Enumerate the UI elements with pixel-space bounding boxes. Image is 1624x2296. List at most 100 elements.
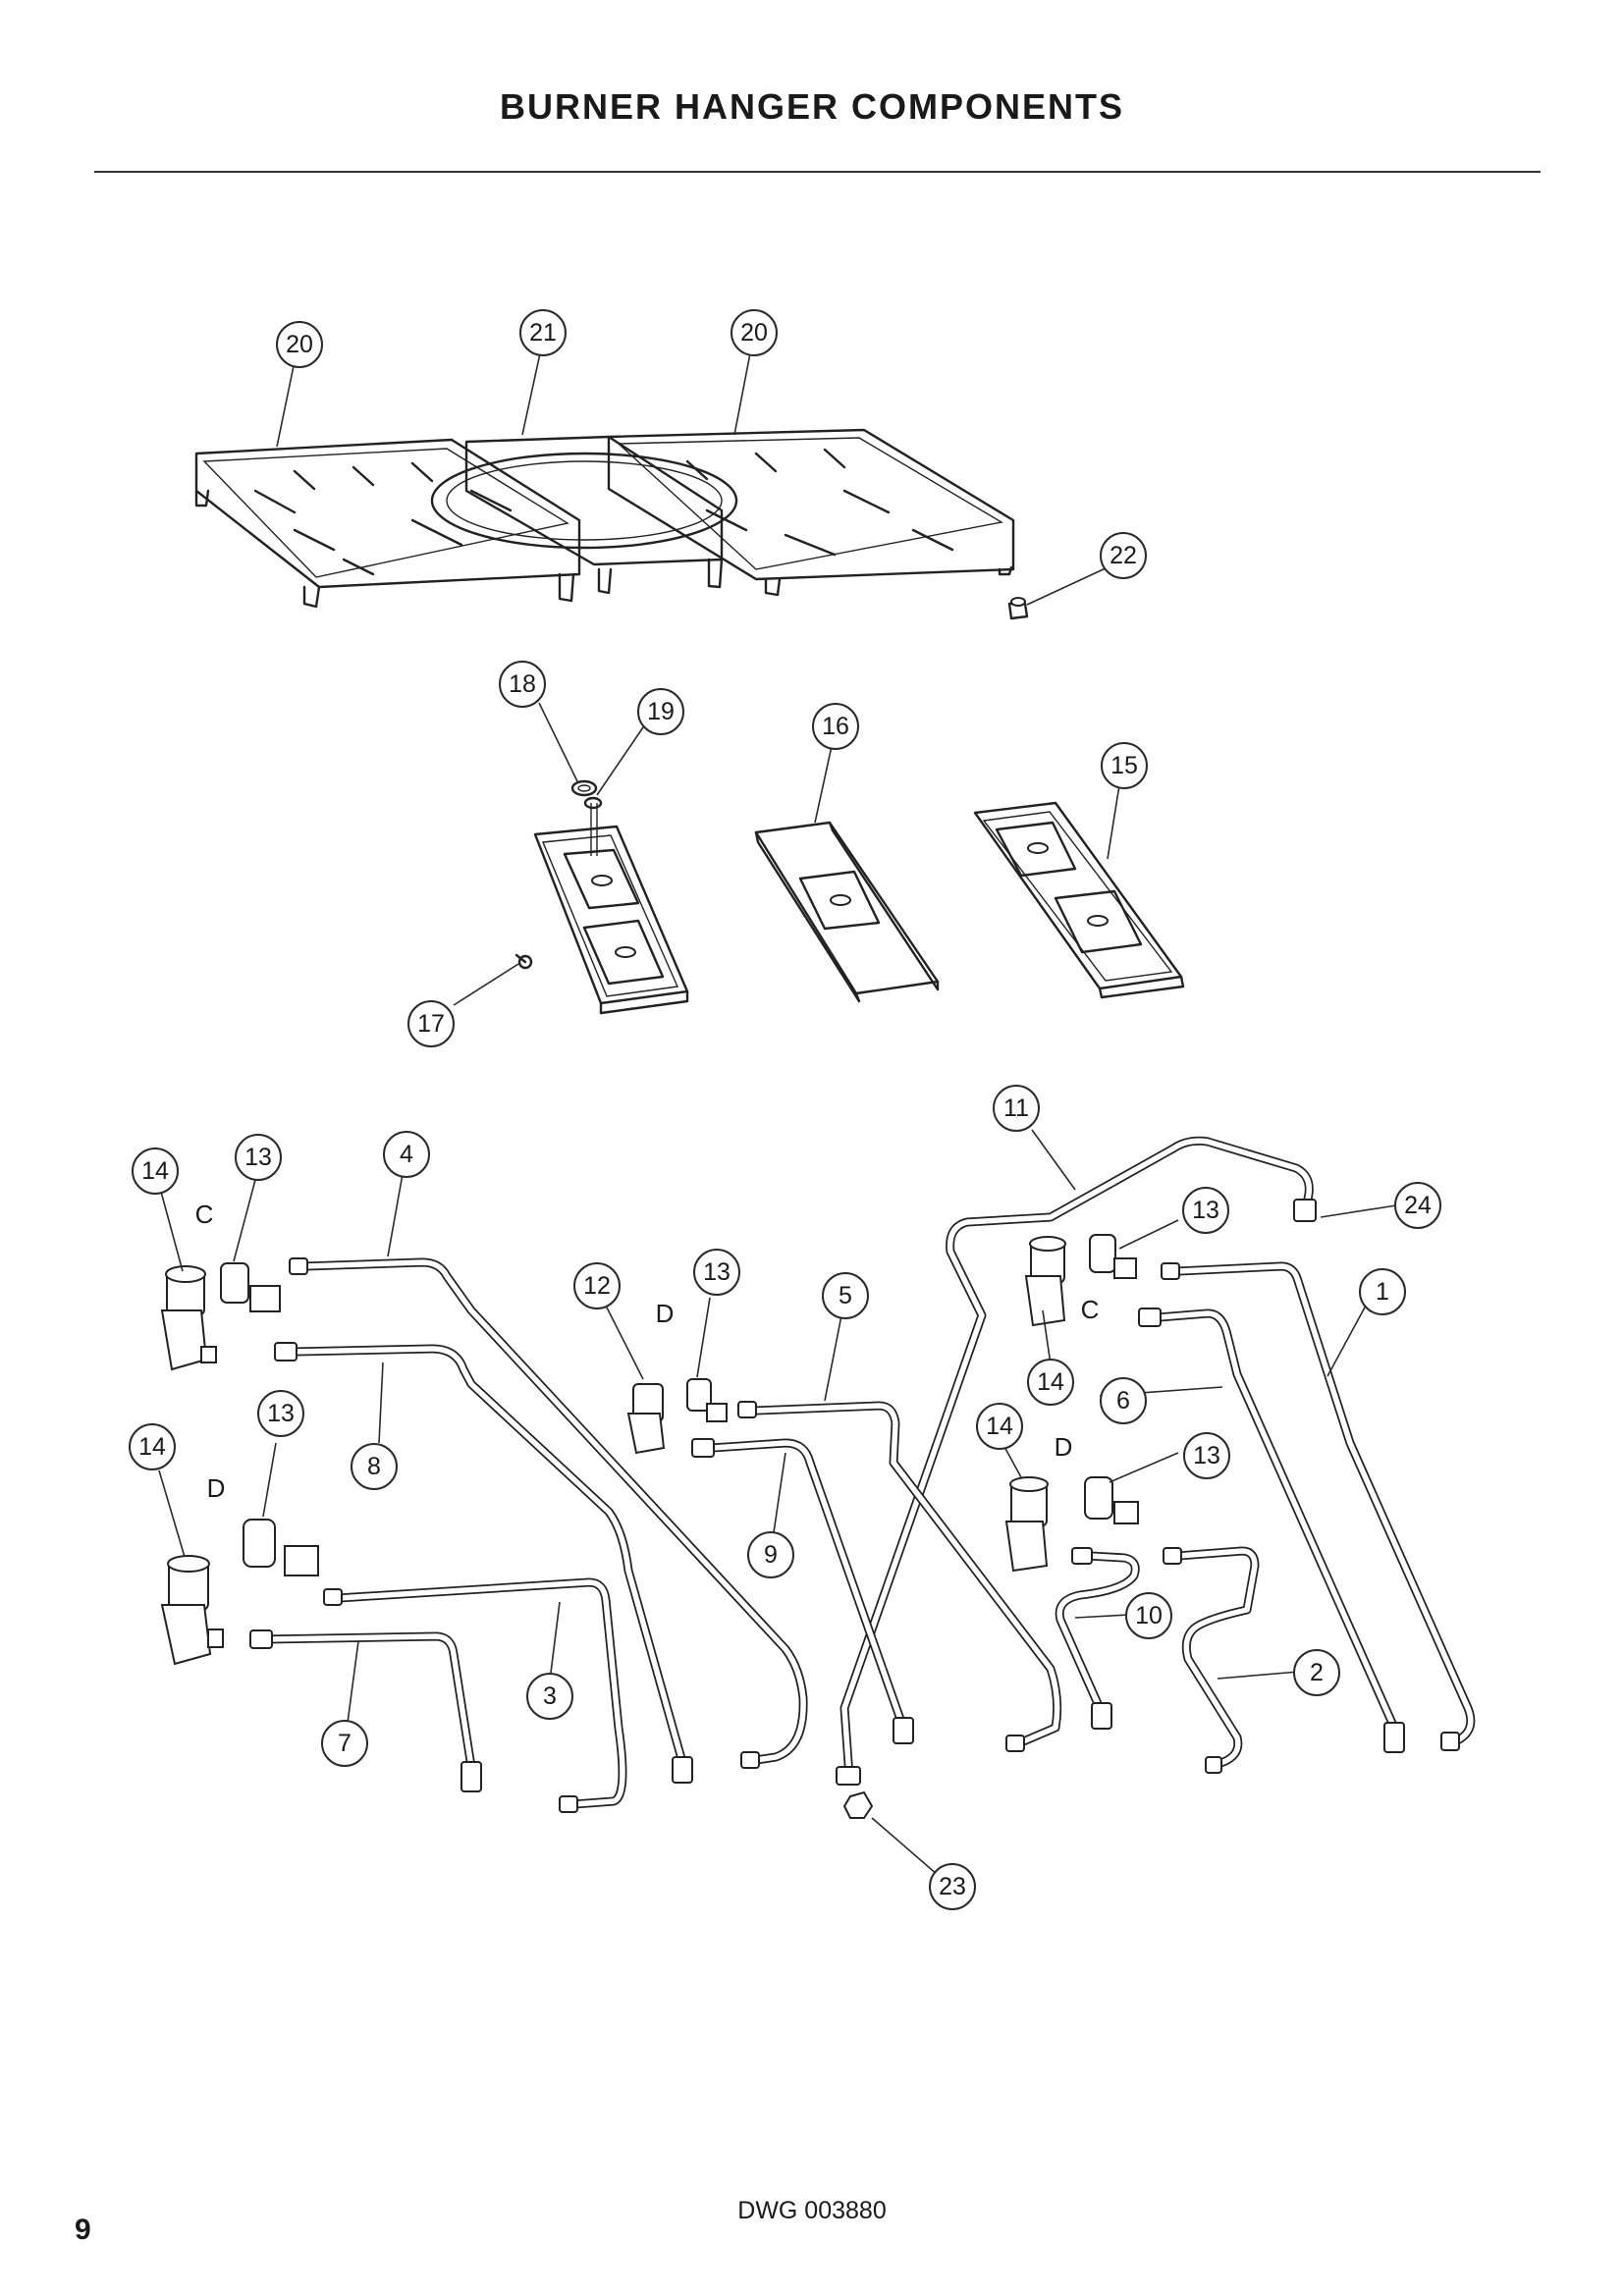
callout-24: 24 — [1394, 1182, 1441, 1229]
pipe-6 — [1154, 1308, 1399, 1733]
svg-text:24: 24 — [1404, 1192, 1432, 1219]
callout-1: 1 — [1359, 1268, 1406, 1315]
svg-text:14: 14 — [986, 1413, 1013, 1440]
callout-14-right-bottom: 14 — [976, 1403, 1023, 1450]
page-title: BURNER HANGER COMPONENTS — [499, 86, 1125, 127]
svg-text:14: 14 — [141, 1157, 169, 1185]
title-rule — [94, 171, 1541, 173]
grate-left — [194, 438, 581, 609]
label-d-left: D — [207, 1473, 226, 1503]
svg-text:8: 8 — [367, 1453, 381, 1480]
callout-20-right: 20 — [731, 309, 778, 356]
callout-11: 11 — [993, 1085, 1040, 1132]
callout-2: 2 — [1293, 1649, 1340, 1696]
pipe-5 — [751, 1401, 1062, 1747]
pipe-9 — [707, 1438, 908, 1733]
callout-18: 18 — [499, 661, 546, 708]
valve-right-top — [1024, 1234, 1137, 1327]
label-c-left: C — [195, 1200, 214, 1229]
grate-nut-22 — [1007, 597, 1029, 620]
pipe-1 — [1173, 1261, 1476, 1747]
callout-8: 8 — [351, 1443, 398, 1490]
svg-text:13: 13 — [703, 1258, 731, 1286]
drawing-number: DWG 003880 — [737, 2197, 887, 2224]
grate-right — [607, 428, 1015, 597]
svg-text:11: 11 — [1003, 1095, 1029, 1122]
pipe-10 — [1055, 1551, 1140, 1713]
label-d-center: D — [656, 1299, 675, 1328]
svg-text:10: 10 — [1135, 1602, 1163, 1629]
svg-text:16: 16 — [822, 713, 849, 740]
valve-left-bottom — [160, 1555, 224, 1666]
hanger-left — [533, 803, 689, 1015]
pipe-7 — [260, 1631, 476, 1772]
svg-text:7: 7 — [338, 1730, 352, 1757]
callout-13-left-bottom: 13 — [257, 1390, 304, 1437]
callout-21: 21 — [519, 309, 567, 356]
callout-17: 17 — [407, 1000, 455, 1047]
svg-text:19: 19 — [647, 698, 675, 725]
hanger-nut-19 — [583, 796, 603, 810]
svg-text:6: 6 — [1116, 1387, 1130, 1415]
label-c-right: C — [1081, 1295, 1100, 1324]
svg-text:2: 2 — [1310, 1659, 1324, 1686]
svg-text:20: 20 — [286, 331, 313, 358]
callout-14-left-bottom: 14 — [129, 1423, 176, 1470]
hanger-center — [754, 821, 940, 1003]
svg-text:14: 14 — [138, 1433, 166, 1461]
hanger-washer-18 — [570, 779, 598, 797]
svg-text:5: 5 — [839, 1282, 852, 1309]
elbow-left-top — [220, 1262, 281, 1312]
valve-right-bottom — [1004, 1476, 1139, 1573]
valve-left-top — [160, 1265, 217, 1371]
callout-13-right-top: 13 — [1182, 1187, 1229, 1234]
callout-5: 5 — [822, 1272, 869, 1319]
svg-text:13: 13 — [267, 1400, 295, 1427]
svg-text:15: 15 — [1110, 752, 1138, 779]
callout-13-center: 13 — [693, 1249, 740, 1296]
callout-14-top-left: 14 — [132, 1148, 179, 1195]
pipe-3 — [334, 1577, 627, 1809]
pipe-11 — [839, 1136, 1314, 1782]
svg-text:18: 18 — [509, 670, 536, 698]
callout-14-right-top: 14 — [1027, 1359, 1074, 1406]
callout-15: 15 — [1101, 742, 1148, 789]
svg-text:14: 14 — [1037, 1368, 1064, 1396]
pipe-fittings — [249, 1199, 1460, 1819]
svg-text:9: 9 — [764, 1541, 778, 1569]
svg-text:3: 3 — [543, 1682, 557, 1710]
svg-text:13: 13 — [244, 1144, 272, 1171]
pipe-8 — [290, 1344, 687, 1767]
svg-text:22: 22 — [1110, 542, 1137, 569]
svg-text:17: 17 — [417, 1010, 445, 1038]
callout-19: 19 — [637, 688, 684, 735]
svg-text:20: 20 — [740, 319, 768, 347]
pipe-2 — [1173, 1546, 1260, 1769]
callout-4: 4 — [383, 1131, 430, 1178]
callout-12: 12 — [573, 1262, 621, 1309]
callout-9: 9 — [747, 1531, 794, 1578]
pipe-4 — [299, 1257, 808, 1765]
callout-7: 7 — [321, 1720, 368, 1767]
callout-13-right-bottom: 13 — [1183, 1432, 1230, 1479]
label-d-right: D — [1055, 1432, 1073, 1462]
grate-center — [430, 435, 738, 595]
callout-22: 22 — [1100, 532, 1147, 579]
callout-23: 23 — [929, 1863, 976, 1910]
callout-3: 3 — [526, 1673, 573, 1720]
svg-text:23: 23 — [939, 1873, 966, 1900]
callout-10: 10 — [1125, 1592, 1172, 1639]
svg-text:13: 13 — [1193, 1442, 1220, 1469]
callout-16: 16 — [812, 703, 859, 750]
leader-lines — [158, 352, 1397, 1876]
elbow-left-bottom — [243, 1519, 319, 1576]
svg-text:4: 4 — [400, 1141, 413, 1168]
page-number: 9 — [75, 2214, 91, 2246]
svg-text:12: 12 — [583, 1272, 611, 1300]
callout-20-left: 20 — [276, 321, 323, 368]
hanger-screw-17 — [514, 953, 533, 970]
svg-text:13: 13 — [1192, 1197, 1219, 1224]
svg-text:21: 21 — [529, 319, 557, 347]
hanger-right — [973, 801, 1185, 999]
